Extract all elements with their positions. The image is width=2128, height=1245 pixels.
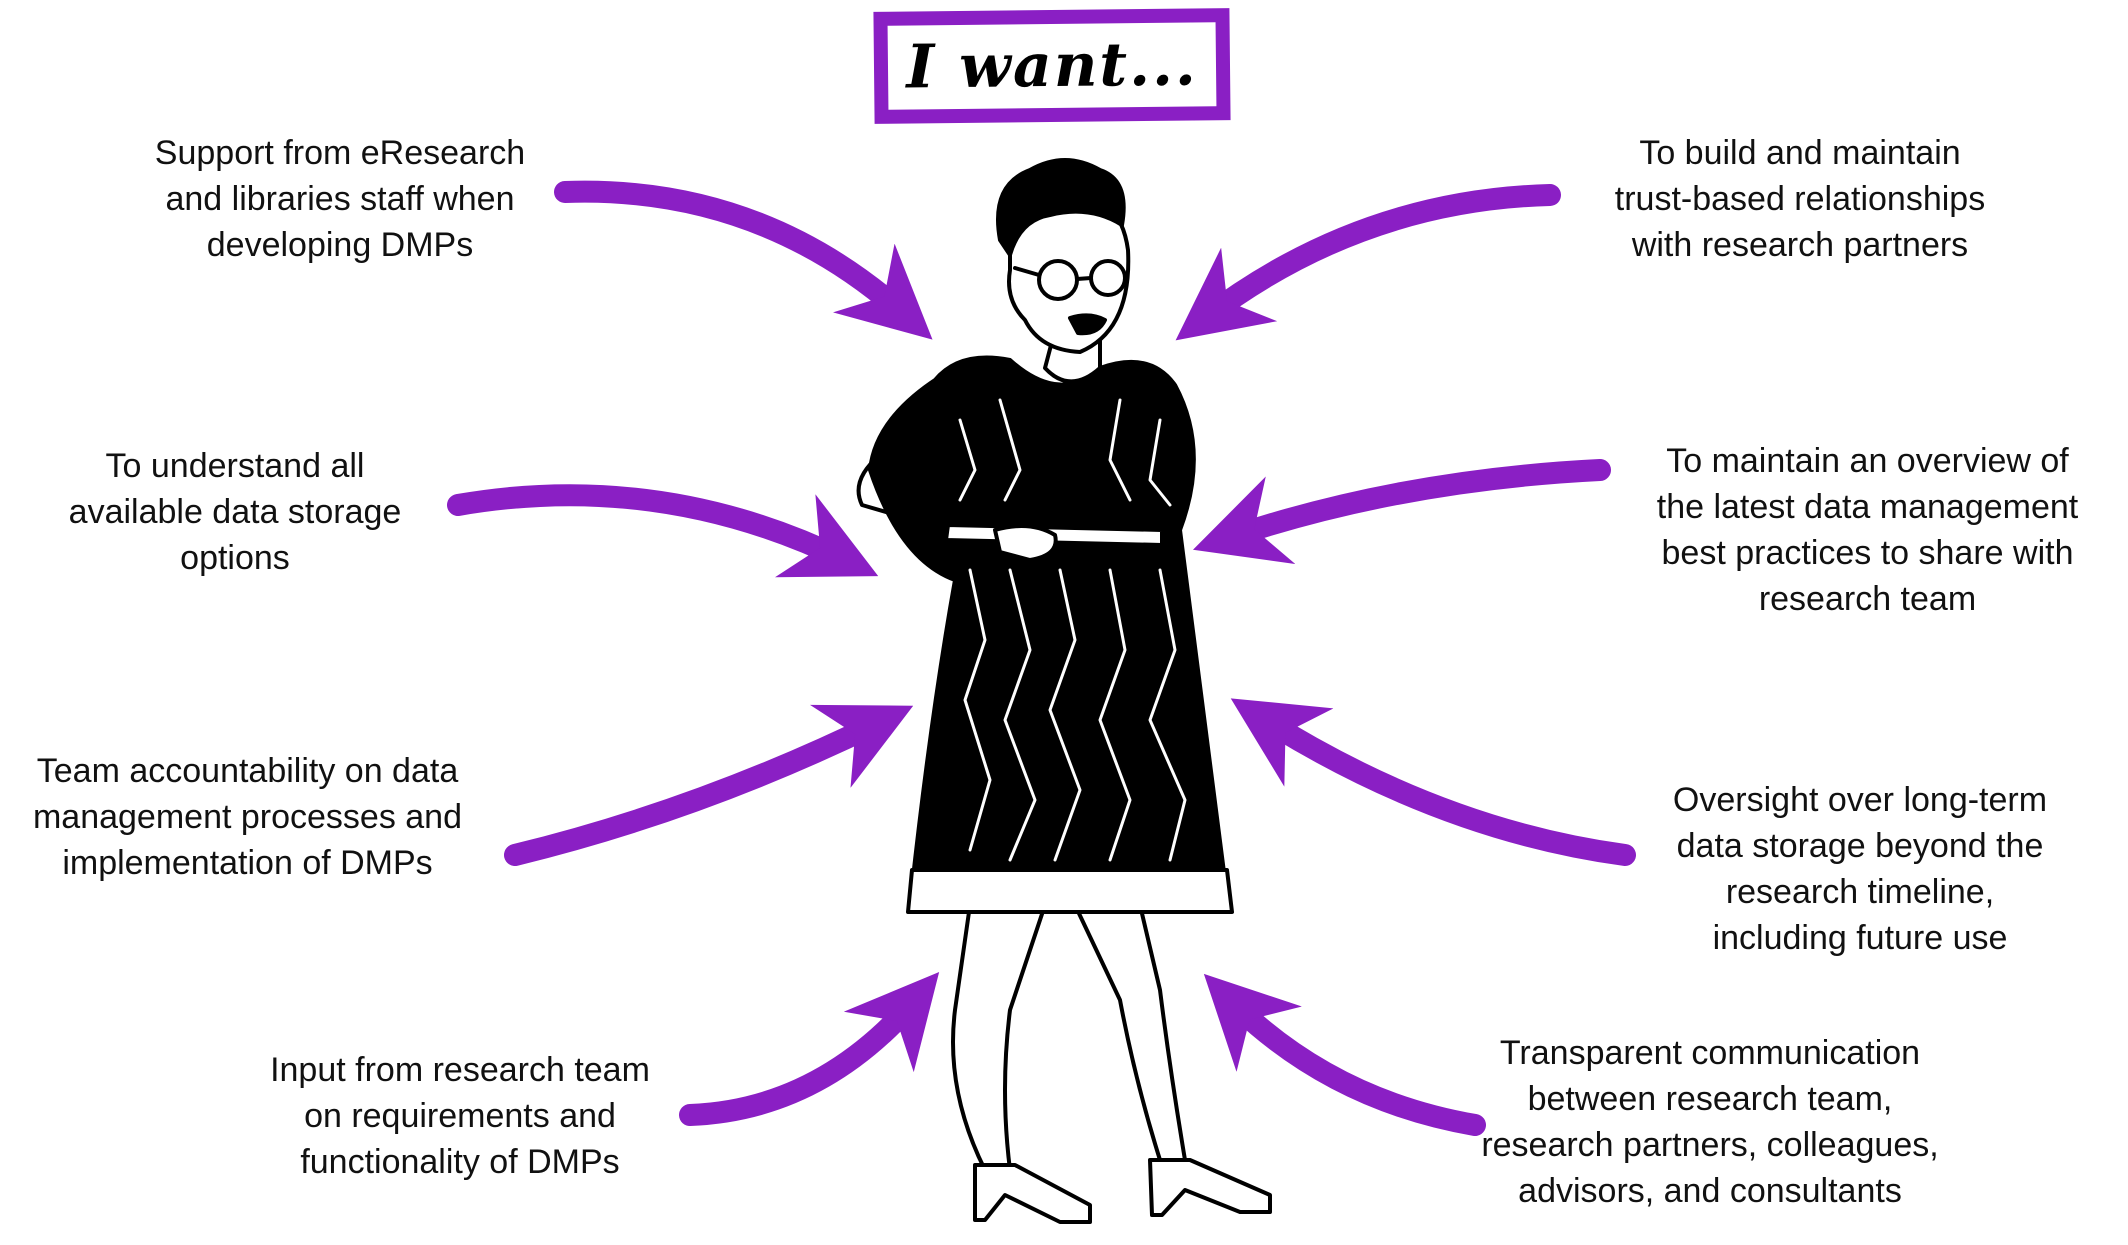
title-box: I want... [873, 8, 1231, 124]
need-label-2: To understand all available data storage… [68, 447, 402, 577]
page-title: I want... [905, 29, 1199, 103]
arrow-3 [504, 704, 914, 866]
need-label-3: Team accountability on data management p… [32, 752, 463, 882]
need-label-6: To maintain an overview of the latest da… [1656, 442, 2079, 618]
arrow-6 [1192, 459, 1611, 565]
arrow-5 [1175, 184, 1561, 341]
arrow-4 [679, 972, 940, 1126]
arrow-7 [1230, 698, 1636, 866]
need-label-1: Support from eResearch and libraries sta… [154, 134, 526, 264]
arrow-1 [554, 180, 933, 340]
need-label-7: Oversight over long-term data storage be… [1672, 781, 2048, 957]
need-label-8: Transparent communication between resear… [1481, 1034, 1939, 1210]
need-label-4: Input from research team on requirements… [270, 1051, 650, 1181]
arrow-8 [1203, 973, 1486, 1136]
arrow-2 [447, 484, 879, 578]
woman-figure-icon [856, 158, 1272, 1224]
need-label-5: To build and maintain trust-based relati… [1614, 134, 1986, 264]
